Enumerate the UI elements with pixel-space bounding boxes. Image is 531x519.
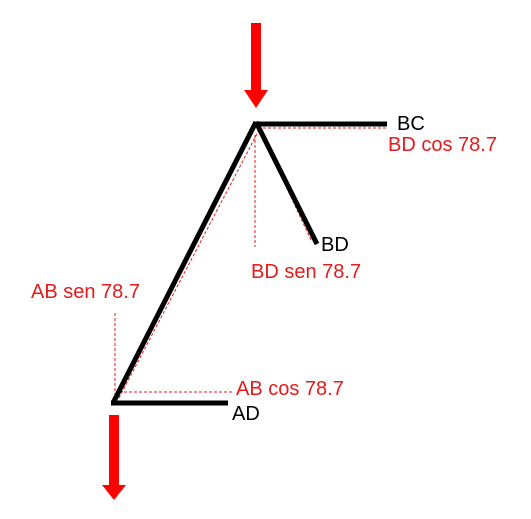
member-bd (253, 120, 320, 246)
truss-members (110, 120, 387, 406)
top-load-arrow-head (244, 90, 268, 108)
label-ab-sen: AB sen 78.7 (31, 281, 140, 303)
label-bd-cos: BD cos 78.7 (388, 134, 497, 156)
member-ab (110, 120, 259, 405)
label-ab-cos: AB cos 78.7 (236, 378, 344, 400)
label-bc: BC (397, 113, 425, 135)
bottom-load-arrow-shaft (109, 415, 119, 485)
label-bd: BD (321, 234, 349, 256)
bottom-load-arrow-head (102, 485, 126, 500)
top-load-arrow-shaft (251, 23, 261, 90)
label-bd-sen: BD sen 78.7 (251, 261, 362, 283)
arrow-down-icon (244, 23, 268, 108)
arrow-down-icon (102, 415, 126, 500)
label-ad: AD (232, 403, 260, 425)
ab-parallel-projection (118, 129, 260, 399)
